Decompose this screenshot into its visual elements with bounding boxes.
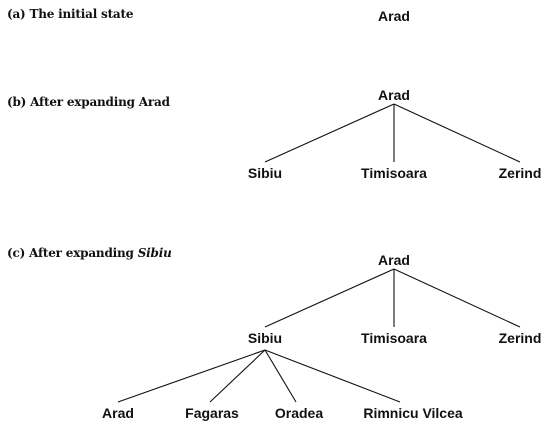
node-c-grandchild: Arad xyxy=(102,405,134,421)
node-b-child: Zerind xyxy=(498,165,542,181)
node-c-root: Arad xyxy=(378,252,410,268)
caption-c-italic: Sibiu xyxy=(137,246,172,260)
edge-c-arad-sibiu xyxy=(264,268,395,328)
node-c-child: Sibiu xyxy=(247,330,283,346)
caption-c: (c) After expanding Sibiu xyxy=(7,246,172,260)
node-c-child: Zerind xyxy=(498,330,542,346)
node-b-child: Sibiu xyxy=(247,165,283,181)
node-c-grandchild: Rimnicu Vilcea xyxy=(363,405,463,421)
node-a-root: Arad xyxy=(378,8,410,24)
node-b-root: Arad xyxy=(378,87,410,103)
node-c-child: Timisoara xyxy=(361,330,427,346)
edge-c-arad-zerind xyxy=(393,268,521,328)
edge-c-sibiu-oradea xyxy=(264,349,297,403)
node-c-grandchild: Oradea xyxy=(274,405,324,421)
caption-b: (b) After expanding Arad xyxy=(7,95,170,109)
edge-b-arad-zerind xyxy=(393,103,521,163)
edge-c-sibiu-fagaras xyxy=(209,349,266,403)
edge-c-sibiu-arad xyxy=(117,349,266,403)
caption-c-prefix: (c) After expanding xyxy=(7,246,138,260)
edge-c-sibiu-rimnicu-vilcea xyxy=(264,349,401,403)
caption-a: (a) The initial state xyxy=(7,7,134,21)
node-c-grandchild: Fagaras xyxy=(185,405,239,421)
edge-b-arad-sibiu xyxy=(264,103,395,163)
node-b-child: Timisoara xyxy=(361,165,427,181)
